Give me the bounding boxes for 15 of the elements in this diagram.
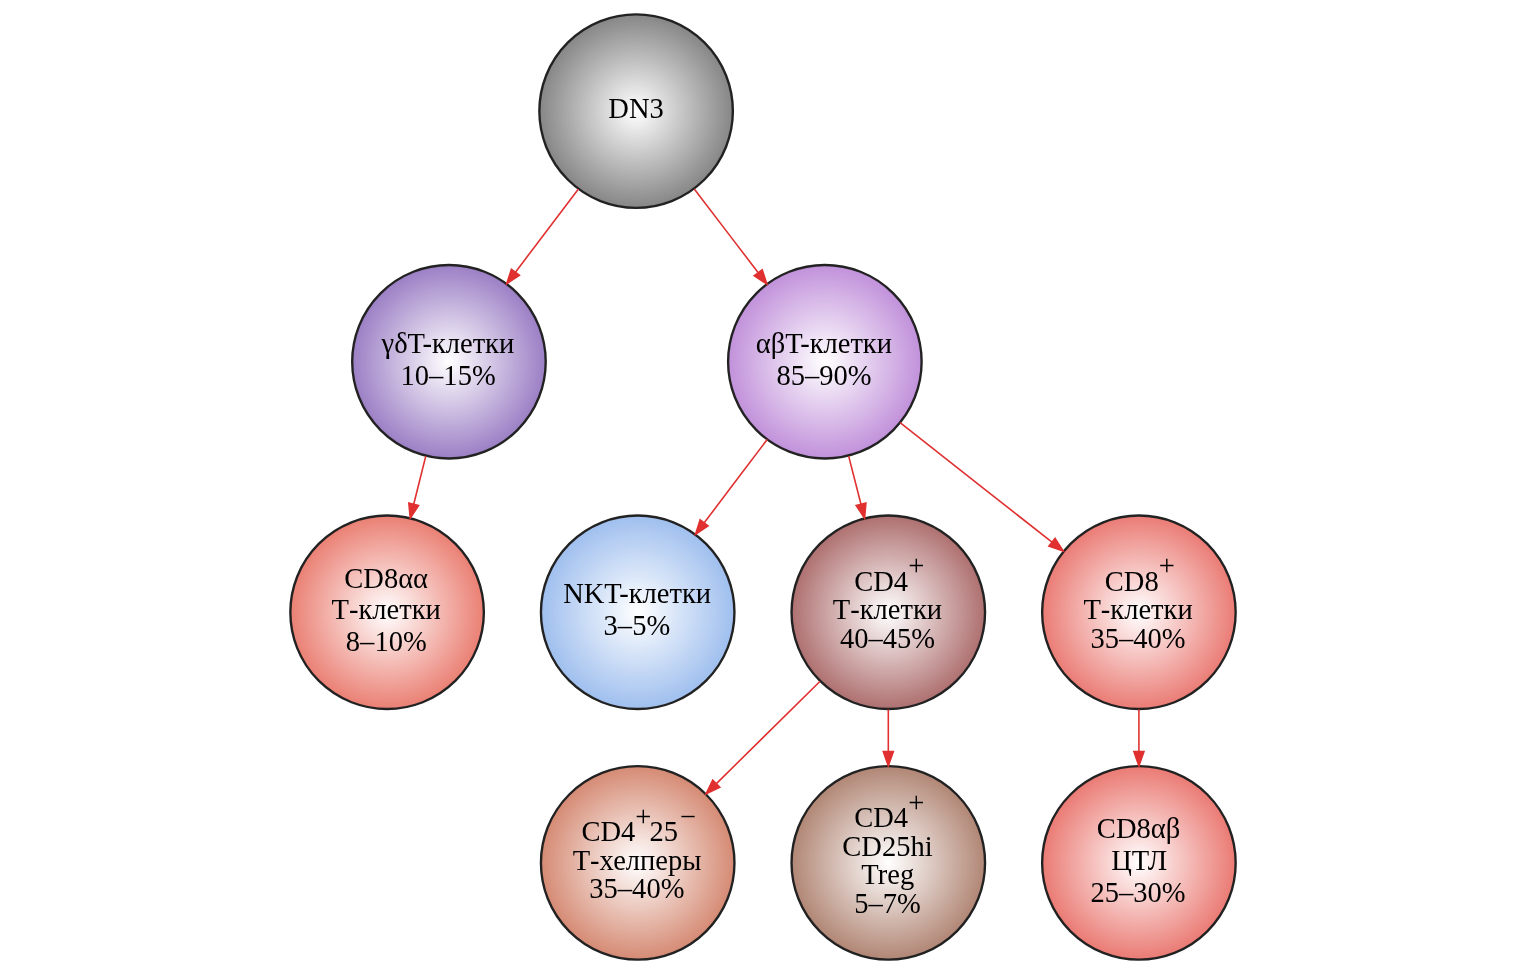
node-circle: γδT-клетки 10–15% xyxy=(351,263,547,460)
arrow xyxy=(407,455,427,521)
arrow xyxy=(693,188,769,287)
node-circle: DN3 xyxy=(538,13,735,210)
arrow xyxy=(704,680,821,796)
arrow xyxy=(882,708,895,769)
arrow xyxy=(505,188,580,286)
arrow xyxy=(1132,708,1146,769)
arrow xyxy=(847,455,867,521)
node-circle: CD8αα Т-клетки 8–10% xyxy=(289,514,486,711)
node-circle: αβT-клетки 85–90% xyxy=(726,263,923,460)
arrow xyxy=(694,438,768,537)
node-circle: NKT-клетки 3–5% xyxy=(539,514,736,711)
arrow xyxy=(899,421,1066,553)
node-circle: CD8αβ ЦТЛ 25–30% xyxy=(1040,764,1237,961)
